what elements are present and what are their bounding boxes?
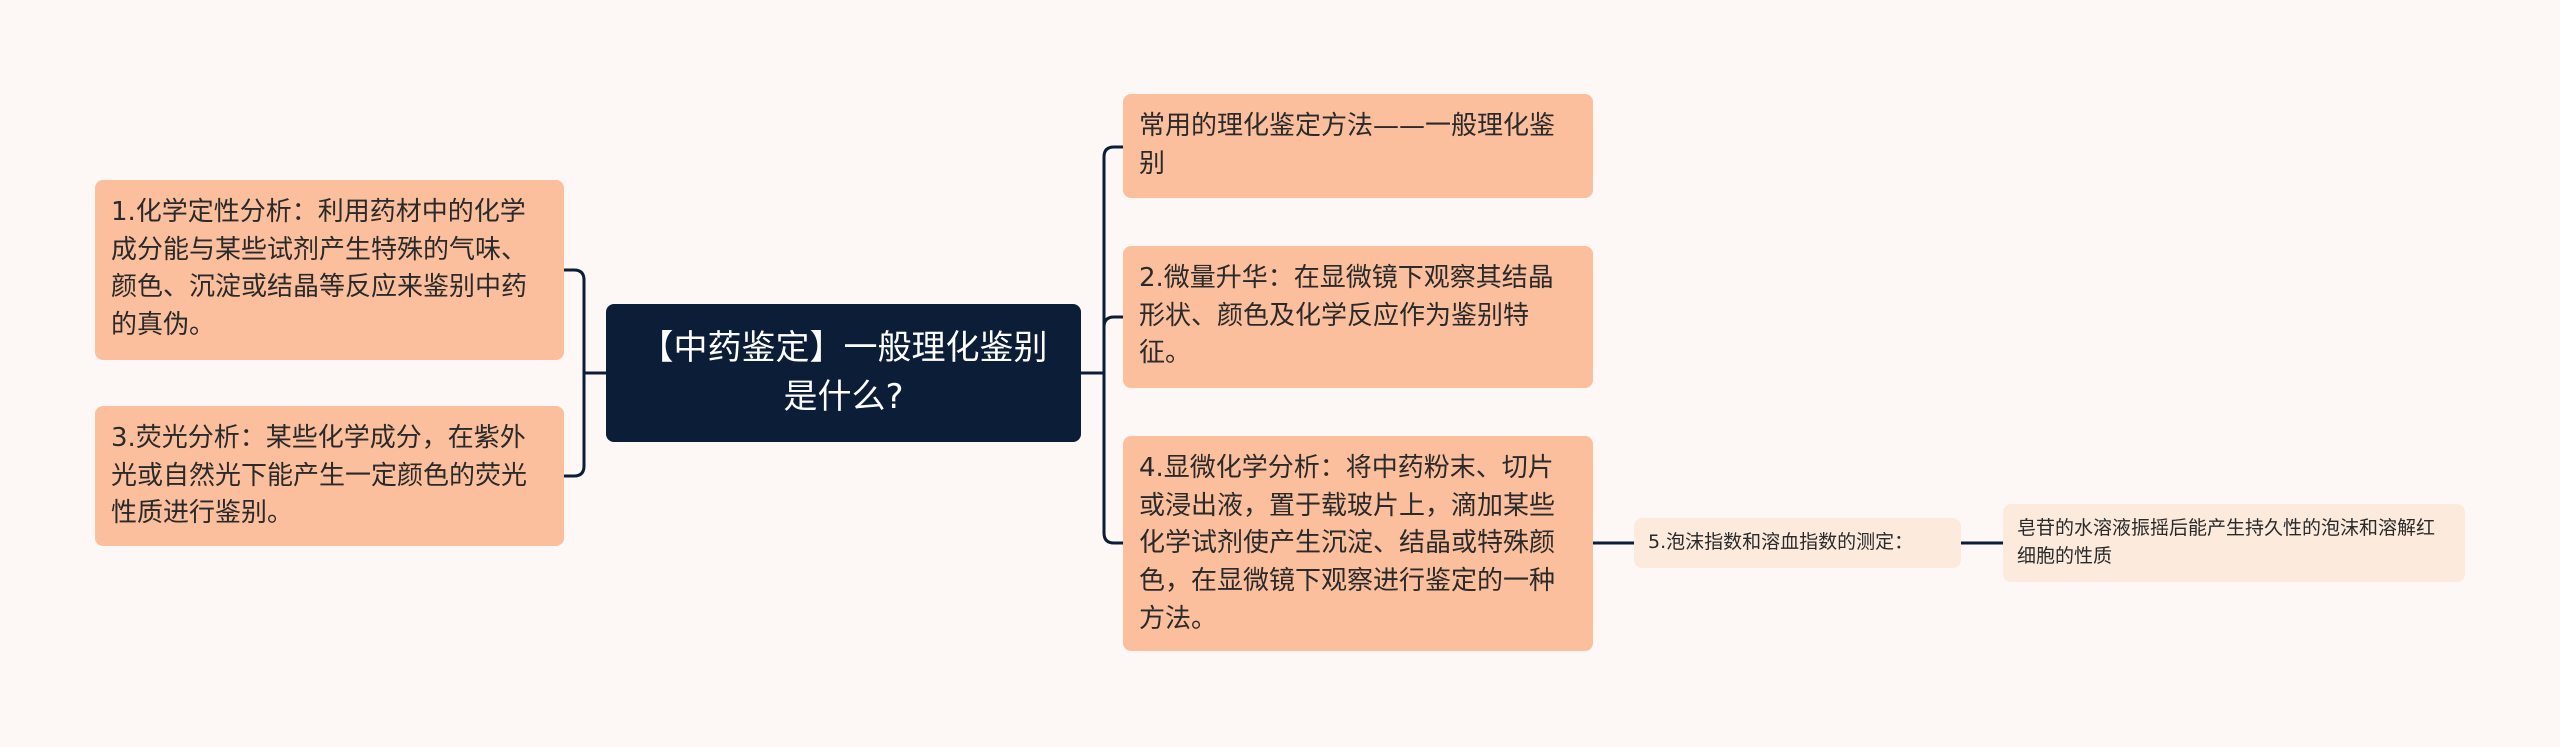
branch-label: 1.化学定性分析：利用药材中的化学成分能与某些试剂产生特殊的气味、颜色、沉淀或结… [111,197,528,341]
connector-right-1 [1102,145,1125,375]
connector-right-2 [1102,315,1125,375]
branch-fluorescence-analysis[interactable]: 3.荧光分析：某些化学成分，在紫外光或自然光下能产生一定颜色的荧光性质进行鉴别。 [95,406,564,546]
branch-microchemical-analysis[interactable]: 4.显微化学分析：将中药粉末、切片或浸出液，置于载玻片上，滴加某些化学试剂使产生… [1123,436,1593,651]
branch-common-methods[interactable]: 常用的理化鉴定方法——一般理化鉴别 [1123,94,1593,198]
branch-label: 3.荧光分析：某些化学成分，在紫外光或自然光下能产生一定颜色的荧光性质进行鉴别。 [111,423,528,529]
branch-label: 2.微量升华：在显微镜下观察其结晶形状、颜色及化学反应作为鉴别特征。 [1139,263,1554,369]
connector-right-4 [1102,371,1125,545]
leaf-label: 皂苷的水溶液振摇后能产生持久性的泡沫和溶解红细胞的性质 [2017,517,2436,567]
sub-branch-foam-hemolysis-index[interactable]: 5.泡沫指数和溶血指数的测定： [1634,518,1961,568]
sub-branch-label: 5.泡沫指数和溶血指数的测定： [1648,531,1914,554]
root-topic-label: 【中药鉴定】一般理化鉴别是什么? [639,327,1048,417]
branch-chemical-qualitative-analysis[interactable]: 1.化学定性分析：利用药材中的化学成分能与某些试剂产生特殊的气味、颜色、沉淀或结… [95,180,564,360]
branch-label: 4.显微化学分析：将中药粉末、切片或浸出液，置于载玻片上，滴加某些化学试剂使产生… [1139,453,1556,634]
branch-label: 常用的理化鉴定方法——一般理化鉴别 [1139,111,1556,179]
connector-left-1 [562,268,586,375]
connector-left-3 [562,371,586,478]
leaf-saponin-property[interactable]: 皂苷的水溶液振摇后能产生持久性的泡沫和溶解红细胞的性质 [2003,504,2465,582]
root-topic[interactable]: 【中药鉴定】一般理化鉴别是什么? [606,304,1081,442]
branch-micro-sublimation[interactable]: 2.微量升华：在显微镜下观察其结晶形状、颜色及化学反应作为鉴别特征。 [1123,246,1593,388]
